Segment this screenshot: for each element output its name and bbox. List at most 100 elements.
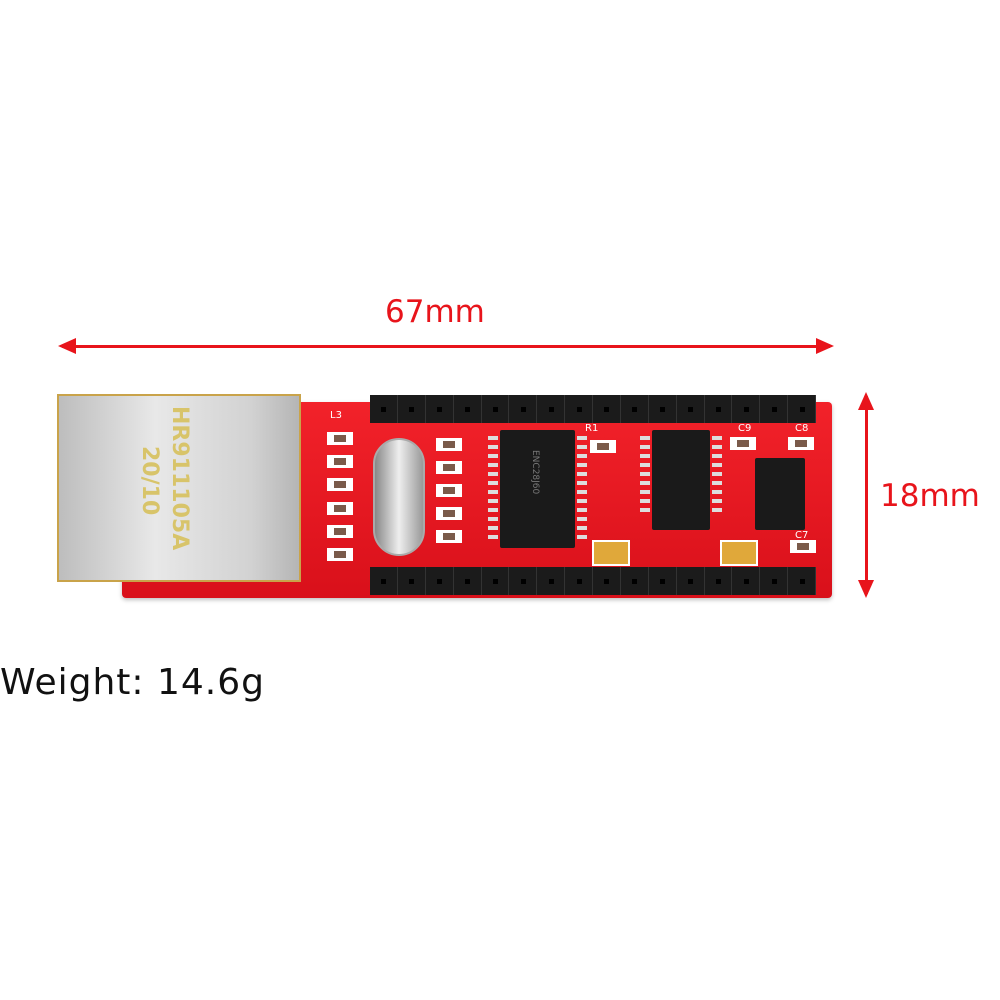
logic-chip	[652, 430, 710, 530]
header-pin	[454, 567, 482, 595]
header-pin	[565, 395, 593, 423]
chip-lead	[640, 463, 650, 467]
chip-lead	[577, 508, 587, 512]
smd-component	[436, 461, 462, 474]
chip-lead	[488, 508, 498, 512]
chip-label: ENC28J60	[530, 450, 540, 495]
chip-lead	[640, 445, 650, 449]
header-pin	[593, 567, 621, 595]
header-pin	[760, 395, 789, 423]
header-pin	[621, 395, 649, 423]
voltage-regulator	[755, 458, 805, 530]
rj45-jack: HR911105A 20/10	[57, 394, 301, 582]
header-pin	[788, 567, 816, 595]
header-pin	[370, 567, 398, 595]
chip-lead	[577, 517, 587, 521]
chip-lead	[712, 490, 722, 494]
header-pin	[482, 395, 510, 423]
jack-model-text: HR911105A	[167, 406, 192, 551]
header-pin	[565, 567, 593, 595]
pin-header-top	[370, 395, 816, 423]
length-label: 67mm	[385, 294, 485, 330]
header-pin	[398, 567, 426, 595]
smd-component	[327, 525, 353, 538]
chip-lead	[577, 499, 587, 503]
chip-lead	[488, 535, 498, 539]
chip-lead	[488, 472, 498, 476]
header-pin	[760, 567, 789, 595]
chip-lead	[712, 508, 722, 512]
smd-component	[436, 530, 462, 543]
header-pin	[621, 567, 649, 595]
chip-lead	[577, 436, 587, 440]
chip-lead	[577, 445, 587, 449]
length-arrow	[58, 338, 834, 354]
header-pin	[732, 567, 761, 595]
chip-lead	[488, 499, 498, 503]
chip-lead	[640, 454, 650, 458]
smd-component	[327, 548, 353, 561]
smd-component	[590, 440, 616, 453]
tantalum-capacitor	[592, 540, 630, 566]
chip-lead	[577, 463, 587, 467]
smd-component	[730, 437, 756, 450]
chip-lead	[712, 499, 722, 503]
chip-lead	[577, 481, 587, 485]
chip-lead	[640, 472, 650, 476]
jack-date-text: 20/10	[137, 446, 162, 516]
chip-lead	[577, 535, 587, 539]
header-pin	[677, 395, 705, 423]
header-pin	[370, 395, 398, 423]
chip-lead	[488, 490, 498, 494]
width-label: 18mm	[880, 478, 980, 514]
chip-lead	[488, 481, 498, 485]
silk-c7: C7	[795, 530, 809, 541]
header-pin	[705, 567, 733, 595]
smd-component	[327, 478, 353, 491]
smd-component	[790, 540, 816, 553]
chip-lead	[640, 481, 650, 485]
chip-lead	[577, 490, 587, 494]
chip-lead	[712, 445, 722, 449]
chip-lead	[488, 463, 498, 467]
smd-component	[327, 455, 353, 468]
silk-l3: L3	[330, 410, 342, 421]
header-pin	[537, 567, 566, 595]
silk-c8: C8	[795, 423, 809, 434]
smd-component	[436, 484, 462, 497]
chip-lead	[488, 436, 498, 440]
chip-lead	[712, 463, 722, 467]
chip-lead	[640, 490, 650, 494]
chip-lead	[488, 526, 498, 530]
header-pin	[482, 567, 510, 595]
header-pin	[649, 395, 677, 423]
chip-lead	[577, 454, 587, 458]
chip-lead	[640, 499, 650, 503]
pin-header-bottom	[370, 567, 816, 595]
smd-component	[788, 437, 814, 450]
header-pin	[677, 567, 705, 595]
header-pin	[732, 395, 761, 423]
width-arrow	[858, 392, 874, 598]
silk-c9: C9	[738, 423, 752, 434]
silk-r1: R1	[585, 423, 599, 434]
chip-lead	[640, 436, 650, 440]
header-pin	[426, 395, 454, 423]
header-pin	[426, 567, 454, 595]
chip-lead	[488, 454, 498, 458]
header-pin	[509, 567, 538, 595]
chip-lead	[577, 526, 587, 530]
header-pin	[705, 395, 733, 423]
header-pin	[537, 395, 566, 423]
header-pin	[649, 567, 677, 595]
chip-lead	[712, 436, 722, 440]
header-pin	[788, 395, 816, 423]
chip-lead	[488, 517, 498, 521]
header-pin	[593, 395, 621, 423]
chip-lead	[712, 454, 722, 458]
header-pin	[509, 395, 538, 423]
smd-component	[327, 502, 353, 515]
chip-lead	[712, 481, 722, 485]
smd-component	[436, 507, 462, 520]
crystal-oscillator	[373, 438, 425, 556]
